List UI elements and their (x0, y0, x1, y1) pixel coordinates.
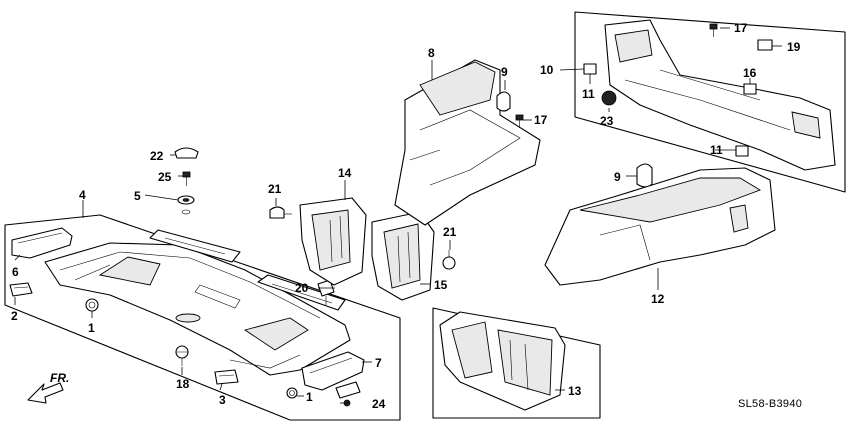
clip-3 (214, 369, 239, 385)
callout-17a: 17 (534, 113, 548, 127)
cap-22 (174, 147, 199, 159)
callout-22: 22 (150, 149, 164, 163)
trunk-lining-10 (604, 19, 836, 171)
callout-13: 13 (568, 384, 582, 398)
trunk-lining-group-frame (574, 11, 846, 193)
clip-21b (442, 250, 456, 270)
screw-25 (182, 171, 191, 186)
callout-21b: 21 (443, 225, 457, 239)
plug-9a (496, 91, 511, 112)
callout-19: 19 (787, 40, 801, 54)
callout-17b: 17 (734, 21, 748, 35)
side-lining-8 (394, 59, 541, 226)
clip-11b (735, 145, 749, 157)
callout-11b: 11 (710, 143, 723, 157)
nut-5 (177, 195, 195, 215)
side-cover-6 (11, 227, 73, 259)
callout-23: 23 (600, 114, 614, 128)
front-label: FR. (50, 371, 69, 385)
clip-21a (269, 206, 292, 219)
tray-strip-upper (149, 229, 241, 263)
callout-12: 12 (651, 292, 665, 306)
panel-14 (299, 197, 367, 286)
callout-3: 3 (219, 393, 226, 407)
callout-7: 7 (375, 356, 382, 370)
front-arrow: FR. (27, 371, 69, 404)
callout-4: 4 (79, 188, 86, 202)
callouts: 4 6 2 1 18 3 1 24 7 20 22 25 5 21 14 8 9… (11, 21, 801, 411)
callout-16: 16 (743, 66, 757, 80)
side-cover-7 (301, 351, 365, 391)
push-clip-18 (175, 345, 189, 366)
screw-17a (515, 114, 524, 128)
grommet-1b (286, 387, 298, 399)
callout-1b: 1 (306, 390, 313, 404)
rear-tray-group-frame (4, 214, 401, 421)
clip-24 (335, 381, 361, 407)
tray-strip-lower (257, 274, 346, 311)
screw-17b (709, 23, 718, 37)
callout-9b: 9 (614, 170, 621, 184)
callout-6: 6 (12, 265, 19, 279)
callout-9a: 9 (501, 65, 508, 79)
callout-18: 18 (176, 377, 190, 391)
side-lining-12 (544, 167, 776, 286)
clip-2 (9, 282, 33, 297)
callout-21a: 21 (268, 182, 282, 196)
panel-13 (439, 311, 566, 411)
grommet-23 (601, 90, 617, 106)
callout-20: 20 (295, 281, 309, 295)
leader-lines (14, 27, 782, 404)
grommet-1a (85, 298, 99, 312)
callout-14: 14 (338, 166, 352, 180)
callout-24: 24 (372, 397, 386, 411)
diagram-code: SL58-B3940 (738, 398, 802, 410)
plug-9b (636, 163, 653, 188)
callout-11a: 11 (582, 87, 595, 101)
callout-25: 25 (158, 170, 172, 184)
rear-tray (44, 242, 351, 376)
callout-1a: 1 (88, 321, 95, 335)
clip-19 (757, 39, 773, 51)
callout-2: 2 (11, 309, 18, 323)
callout-5: 5 (134, 189, 141, 203)
clip-11a (583, 63, 597, 75)
callout-15: 15 (434, 278, 448, 292)
panel-15 (371, 211, 435, 301)
clip-16 (743, 83, 757, 95)
callout-10: 10 (540, 63, 554, 77)
callout-8: 8 (428, 46, 435, 60)
